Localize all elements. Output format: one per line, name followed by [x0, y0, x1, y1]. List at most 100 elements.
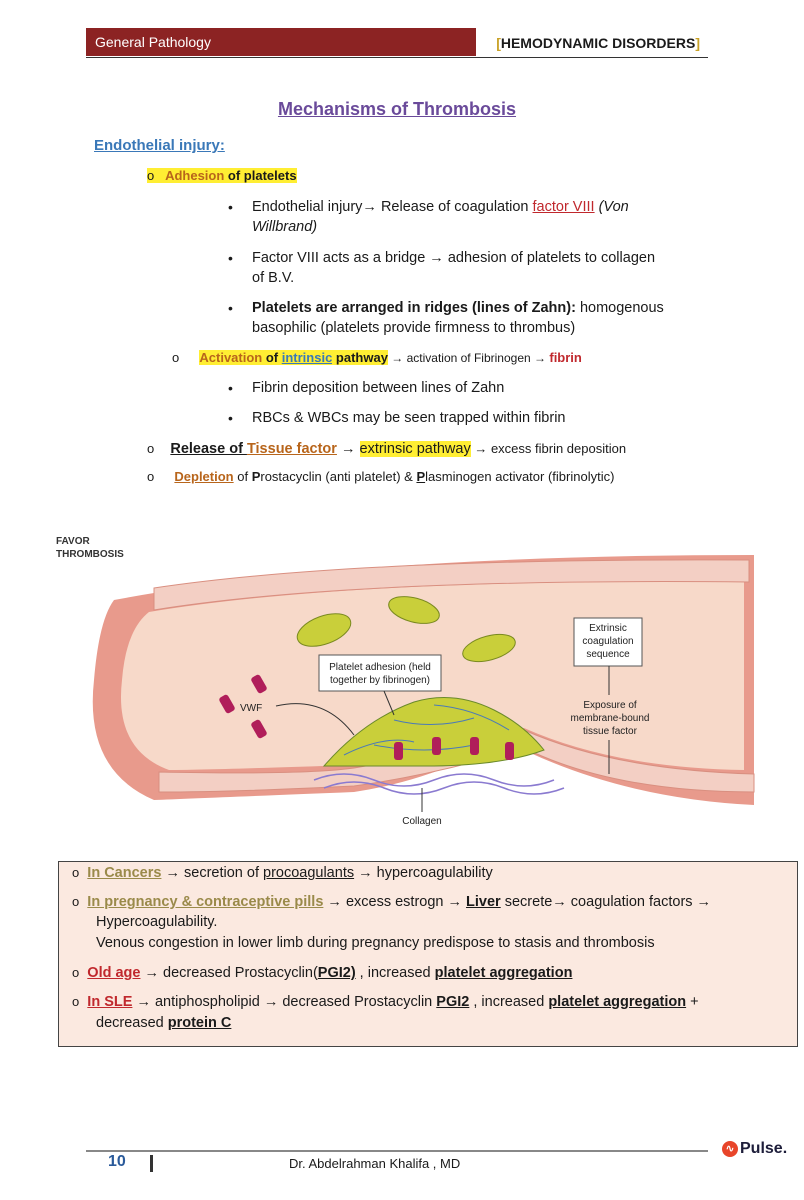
box-line-old-age: o Old age → decreased Prostacyclin(PGI2)…	[72, 963, 572, 983]
text: decreased	[96, 1015, 168, 1031]
adhesion-bullet-2-cont: of B.V.	[252, 270, 295, 286]
activation-word: Activation	[199, 350, 263, 365]
extrinsic-label-2: coagulation	[582, 636, 633, 647]
bullet-dot: •	[228, 199, 233, 215]
activation-bullet-2: RBCs & WBCs may be seen trapped within f…	[252, 410, 566, 426]
page-number: 10	[108, 1153, 126, 1170]
text: P	[251, 469, 261, 484]
text: → excess fibrin deposition	[470, 441, 627, 456]
old-age-term: Old age	[87, 965, 141, 981]
text: of	[233, 469, 252, 484]
box-line-sle-cont: decreased protein C	[96, 1013, 231, 1033]
adhesion-bullet-2: Factor VIII acts as a bridge → adhesion …	[252, 250, 656, 266]
text: , increased	[355, 965, 435, 981]
list-marker: o	[172, 350, 180, 365]
text: → activation of Fibrinogen →	[387, 351, 550, 365]
thrombosis-label: THROMBOSIS	[56, 549, 124, 560]
box-line-sle: o In SLE → antiphospholipid → decreased …	[72, 992, 699, 1012]
adhesion-bullet-3-cont: basophilic (platelets provide firmness t…	[252, 320, 576, 336]
box-line-pregnancy-cont: Hypercoagulability.	[96, 914, 218, 930]
vwf-molecule	[432, 737, 441, 755]
bracket-open: [	[496, 35, 501, 51]
text: homogenous	[575, 300, 664, 316]
text: Willbrand)	[252, 219, 318, 235]
box-line-cancers: o In Cancers → secretion of procoagulant…	[72, 863, 493, 883]
box-line-pregnancy: o In pregnancy & contraceptive pills → e…	[72, 892, 711, 912]
adhesion-label-box	[318, 654, 442, 692]
vwf-molecule	[251, 719, 267, 739]
vwf-molecule	[505, 742, 514, 760]
bracket-close: ]	[695, 35, 700, 51]
text: → excess estrogn →	[323, 894, 467, 910]
adhesion-bullet-1: Endothelial injury→ Release of coagulati…	[252, 197, 629, 217]
bullet-dot: •	[228, 380, 233, 396]
section-heading: Endothelial injury:	[94, 137, 225, 154]
bullet-dot: •	[228, 410, 233, 426]
footer-author: Dr. Abdelrahman Khalifa , MD	[289, 1156, 461, 1171]
pgi2-term: PGI2)	[317, 965, 356, 981]
list-marker: o	[72, 994, 80, 1009]
list-marker: o	[147, 441, 155, 456]
text: (Von	[594, 199, 629, 215]
activation-item: o Activation of intrinsic pathway → acti…	[172, 348, 582, 368]
extrinsic-label-3: sequence	[586, 649, 630, 660]
liver-term: Liver	[466, 894, 501, 910]
list-marker: o	[72, 965, 80, 980]
activation-bullet-1: Fibrin deposition between lines of Zahn	[252, 380, 505, 396]
procoagulants-term: procoagulants	[263, 865, 355, 881]
header-title-right: [HEMODYNAMIC DISORDERS]	[478, 28, 708, 56]
text: Platelets are arranged in ridges (lines …	[252, 300, 576, 316]
footer-rule	[86, 1150, 708, 1152]
vwf-molecule	[219, 694, 235, 714]
endothelium-top	[153, 559, 750, 611]
header-title-left: General Pathology	[86, 28, 476, 56]
risk-factors-box: o In Cancers → secretion of procoagulant…	[58, 861, 798, 1047]
collagen-label: Collagen	[402, 816, 441, 827]
adhesion-word: Adhesion	[165, 168, 225, 183]
bullet-dot: •	[228, 250, 233, 266]
text: → secretion of	[161, 865, 263, 881]
platelet	[462, 633, 516, 663]
logo-text: Pulse.	[740, 1140, 788, 1157]
adhesion-item: o Adhesion of platelets	[147, 166, 297, 186]
pulse-logo: ∿Pulse.	[722, 1140, 787, 1158]
depletion-word: Depletion	[174, 469, 234, 484]
text: → decreased Prostacyclin(	[140, 965, 318, 981]
factor-viii: factor VIII	[532, 199, 595, 215]
text: P	[416, 469, 426, 484]
exposure-label-1: Exposure of	[583, 700, 637, 711]
text: +	[686, 994, 699, 1010]
box-line-venous: Venous congestion in lower limb during p…	[96, 935, 655, 951]
page-title: Mechanisms of Thrombosis	[277, 99, 517, 119]
protein-c-term: protein C	[167, 1015, 232, 1031]
fibrin-word: fibrin	[549, 350, 582, 365]
list-marker: o	[72, 894, 80, 909]
list-marker: o	[147, 168, 155, 183]
extrinsic-label-box	[573, 617, 643, 667]
vwf-molecule	[251, 674, 267, 694]
adhesion-label-1: Platelet adhesion (held	[329, 662, 431, 673]
vwf-arrow	[275, 703, 355, 736]
platelet	[388, 596, 440, 624]
bullet-dot: •	[228, 300, 233, 316]
depletion-item: o Depletion of Prostacyclin (anti platel…	[147, 467, 614, 487]
extrinsic-pathway: extrinsic pathway	[359, 441, 471, 457]
thrombosis-figure: FAVOR THROMBOSIS Platelet adhesion (held…	[56, 536, 755, 827]
text: , increased	[469, 994, 549, 1010]
text: secrete→ coagulation factors →	[500, 894, 712, 910]
text: rostacyclin (anti platelet) &	[260, 469, 417, 484]
text: →	[336, 441, 360, 457]
pulse-icon: ∿	[722, 1140, 738, 1157]
text: → hypercoagulability	[354, 865, 493, 881]
text: of	[262, 350, 282, 365]
list-marker: o	[72, 865, 80, 880]
cancers-term: In Cancers	[87, 865, 162, 881]
page-number-bar	[150, 1155, 153, 1172]
adhesion-label-2: together by fibrinogen)	[330, 675, 430, 686]
adhesion-arrow	[383, 690, 395, 716]
platelet-aggregation-term: platelet aggregation	[548, 994, 687, 1010]
sle-term: In SLE	[87, 994, 133, 1010]
collagen-fibers	[323, 781, 565, 795]
text: pathway	[332, 350, 388, 365]
adhesion-bullet-1-cont: Willbrand)	[252, 217, 317, 237]
